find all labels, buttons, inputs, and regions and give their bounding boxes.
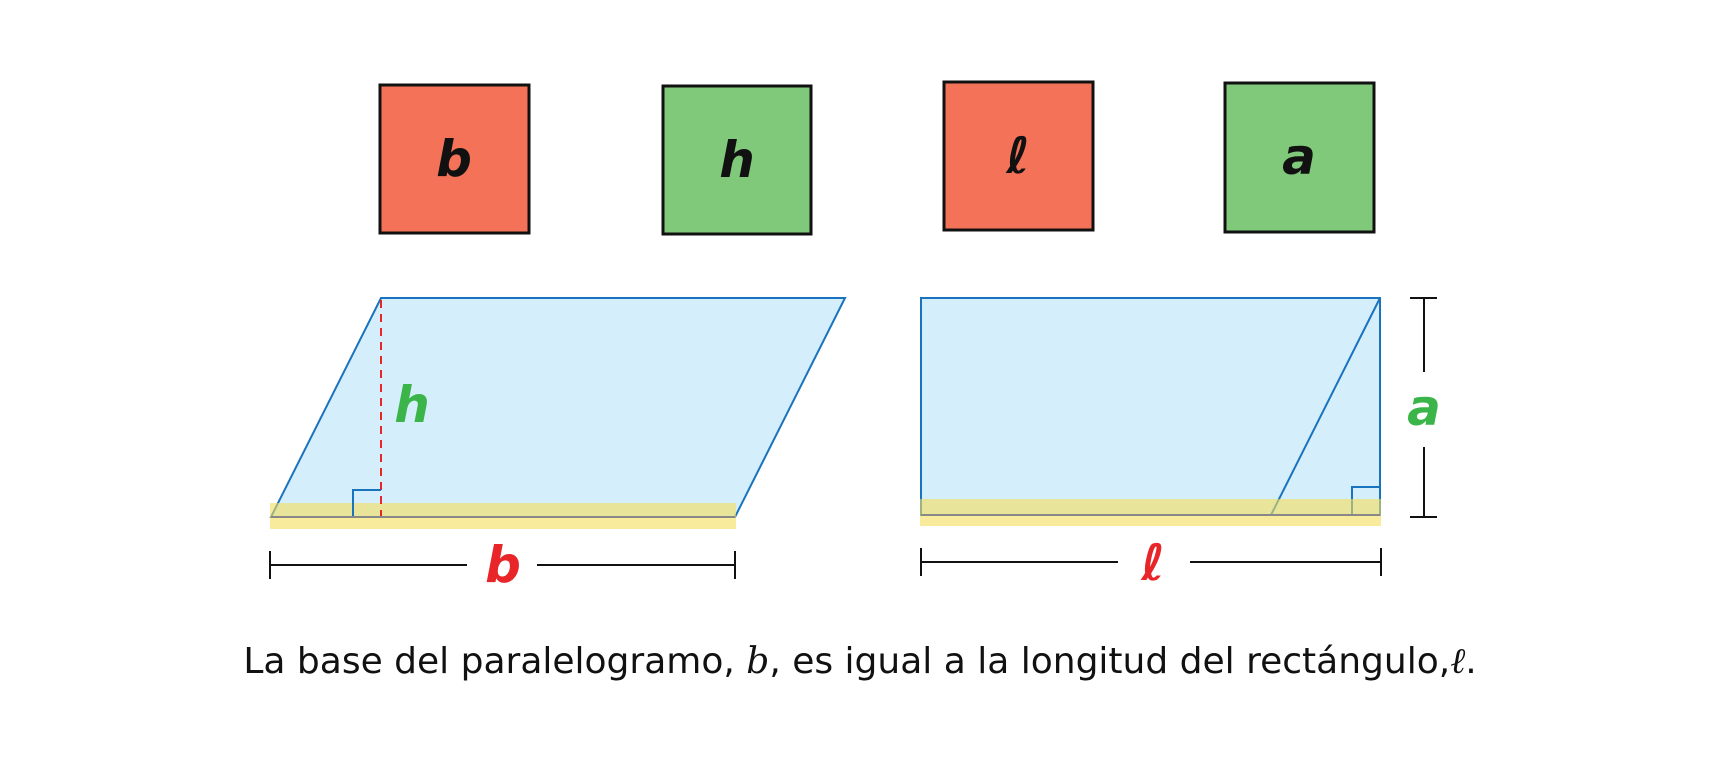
caption-text: . xyxy=(1465,641,1477,682)
tile-letter: b xyxy=(436,130,472,188)
caption-var-l: ℓ xyxy=(1450,641,1466,682)
tile-l: ℓ xyxy=(942,80,1095,232)
base-dimension: b xyxy=(269,536,736,594)
rect-height-label: a xyxy=(1407,379,1441,437)
height-label: h xyxy=(394,376,430,434)
height-dimension: a xyxy=(1407,297,1441,518)
length-label: ℓ xyxy=(1140,534,1165,592)
tile-letter: h xyxy=(719,131,755,189)
base-label: b xyxy=(485,536,521,594)
right-angle-mark xyxy=(352,489,381,517)
tile-letter: ℓ xyxy=(1005,127,1030,185)
caption: La base del paralelogramo, b, es igual a… xyxy=(0,640,1720,682)
caption-var-b: b xyxy=(746,641,770,682)
tile-letter: a xyxy=(1282,128,1316,186)
length-dimension: ℓ xyxy=(920,534,1382,592)
cut-line xyxy=(1270,297,1381,516)
parallelogram: h xyxy=(269,297,847,529)
rectangle xyxy=(920,297,1381,526)
caption-text: La base del paralelogramo, xyxy=(243,641,747,682)
length-highlight xyxy=(920,499,1381,526)
tile-h: h xyxy=(661,84,813,236)
tile-a: a xyxy=(1223,81,1376,234)
tile-b: b xyxy=(378,83,531,235)
caption-text: , es igual a la longitud del rectángulo, xyxy=(769,641,1451,682)
